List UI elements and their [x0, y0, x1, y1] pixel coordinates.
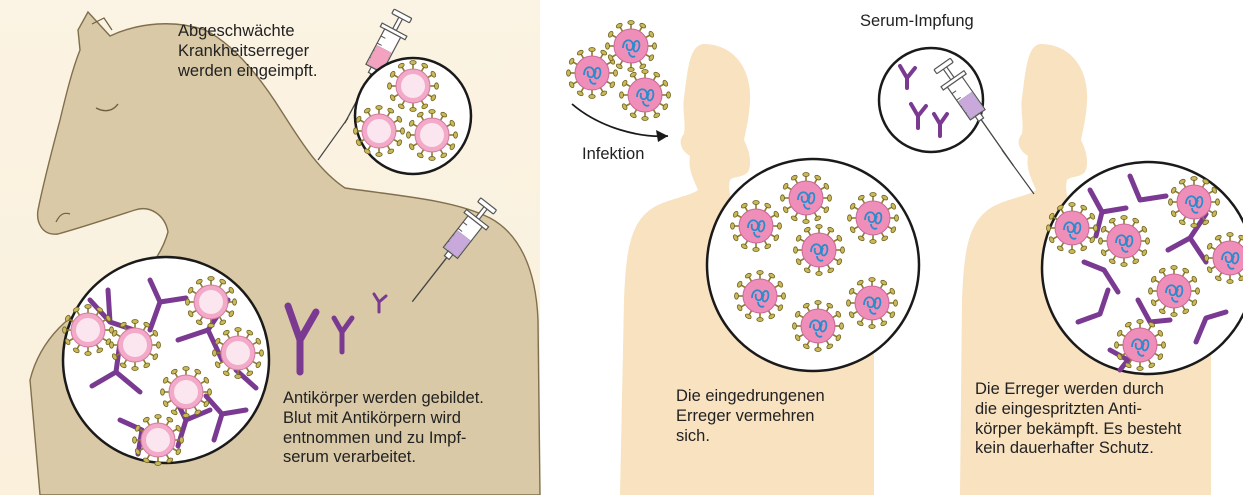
label-pathogens-fought: Die Erreger werden durch die eingespritz…	[975, 380, 1181, 459]
label-infection: Infektion	[582, 145, 644, 165]
magnifier-circle-horse-bottom	[63, 257, 270, 466]
magnifier-circle-person-2	[1042, 162, 1243, 374]
label-pathogens-multiply: Die eingedrungenen Erreger vermehren sic…	[676, 387, 825, 446]
label-horse-injection: Abgeschwächte Krankheitserreger werden e…	[178, 22, 317, 81]
label-serum-vaccination: Serum-Impfung	[860, 12, 974, 32]
magnifier-circle-horse-top	[354, 58, 472, 174]
magnifier-circle-person-1	[707, 159, 919, 371]
infection-pathogens	[567, 21, 671, 121]
label-horse-antibodies: Antikörper werden gebildet. Blut mit Ant…	[283, 389, 484, 468]
